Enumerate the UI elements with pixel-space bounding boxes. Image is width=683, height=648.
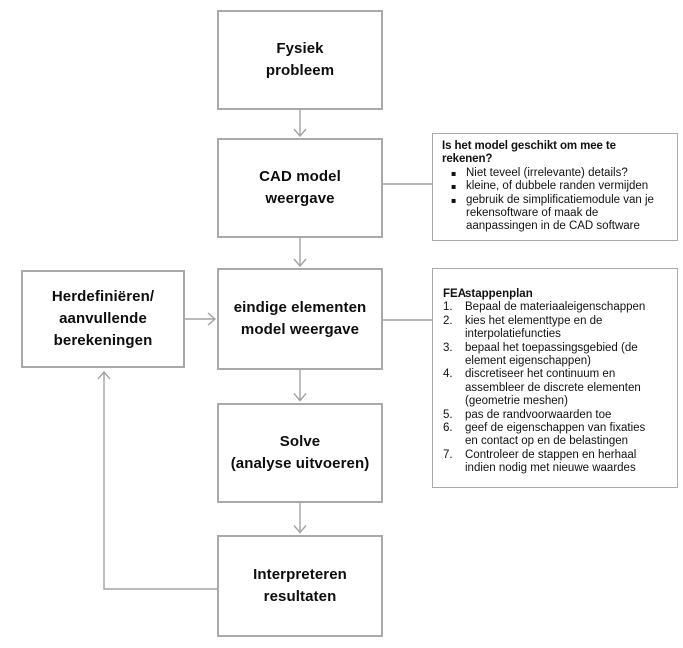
- arrow-fysiek-to-cad: [293, 110, 307, 138]
- step-text: Controleer de stappen en herhaal indien …: [465, 448, 637, 475]
- bullet-text: gebruik de simplificatiemodule van je re…: [466, 193, 654, 233]
- note-fea-stappenplan: FEA stappenplan 1. Bepaal de materiaalei…: [432, 268, 678, 488]
- step-number: 5.: [443, 408, 453, 421]
- step-text: Bepaal de materiaaleigenschappen: [465, 301, 646, 314]
- step-number: 2.: [443, 314, 453, 327]
- square-bullet-icon: ▪: [451, 168, 457, 178]
- fea-step-4: 4. discretiseer het continuum en assembl…: [443, 368, 671, 408]
- note-model-geschikt-vraag: Is het model geschikt om mee te rekenen?…: [432, 133, 678, 241]
- fea-step-7: 7. Controleer de stappen en herhaal indi…: [443, 449, 671, 476]
- step-text: discretiseer het continuum en assembleer…: [465, 368, 641, 408]
- arrow-cad-to-eindige: [293, 238, 307, 268]
- bullet-text: kleine, of dubbele randen vermijden: [466, 180, 649, 193]
- note-question-bullet-1: ▪ Niet teveel (irrelevante) details?: [442, 167, 671, 180]
- step-text: geef de eigenschappen van fixaties en co…: [465, 422, 646, 448]
- step-text: pas de randvoorwaarden toe: [465, 408, 612, 421]
- node-solve: Solve (analyse uitvoeren): [217, 403, 383, 503]
- note-question-bullet-2: ▪ kleine, of dubbele randen vermijden: [442, 180, 671, 193]
- node-cad-model-weergave: CAD model weergave: [217, 138, 383, 238]
- node-eindige-elementen-model: eindige elementen model weergave: [217, 268, 383, 370]
- note-fea-title-text: stappenplan: [465, 288, 533, 300]
- arrow-eindige-to-solve: [293, 370, 307, 402]
- step-number: 3.: [443, 341, 453, 354]
- node-label-eindige-elementen-model: eindige elementen model weergave: [233, 299, 367, 338]
- fea-step-5: 5. pas de randvoorwaarden toe: [443, 409, 671, 422]
- arrow-solve-to-interpreteren: [293, 503, 307, 534]
- node-fysiek-probleem: Fysiek probleem: [217, 10, 383, 110]
- step-text: bepaal het toepassingsgebied (de element…: [465, 341, 638, 368]
- fea-step-1: 1. Bepaal de materiaaleigenschappen: [443, 301, 671, 314]
- node-label-solve: Solve (analyse uitvoeren): [230, 433, 370, 472]
- node-label-fysiek-probleem: Fysiek probleem: [265, 40, 335, 79]
- node-interpreteren-resultaten: Interpreteren resultaten: [217, 535, 383, 637]
- node-label-cad-model-weergave: CAD model weergave: [259, 168, 341, 207]
- square-bullet-icon: ▪: [451, 195, 457, 205]
- step-number: 1.: [443, 301, 453, 314]
- note-fea-title: FEA stappenplan: [443, 288, 671, 301]
- step-number: 6.: [443, 422, 453, 435]
- fea-step-3: 3. bepaal het toepassingsgebied (de elem…: [443, 342, 671, 369]
- arrow-interpreteren-to-herdefinieren: [97, 370, 218, 590]
- step-number: 4.: [443, 368, 453, 381]
- note-question-title: Is het model geschikt om mee te rekenen?: [442, 140, 616, 166]
- node-herdefinieren: Herdefiniëren/ aanvullende berekeningen: [21, 270, 185, 368]
- node-label-herdefinieren: Herdefiniëren/ aanvullende berekeningen: [51, 288, 155, 349]
- fea-step-6: 6. geef de eigenschappen van fixaties en…: [443, 422, 671, 449]
- node-label-interpreteren-resultaten: Interpreteren resultaten: [253, 566, 347, 605]
- square-bullet-icon: ▪: [451, 182, 457, 192]
- step-number: 7.: [443, 448, 453, 461]
- bullet-text: Niet teveel (irrelevante) details?: [466, 166, 628, 179]
- note-fea-title-prefix: FEA: [443, 288, 466, 300]
- arrow-herdefinieren-to-eindige: [185, 312, 217, 326]
- fea-step-2: 2. kies het elementtype en de interpolat…: [443, 315, 671, 342]
- note-question-bullet-3: ▪ gebruik de simplificatiemodule van je …: [442, 194, 671, 234]
- step-text: kies het elementtype en de interpolatief…: [465, 314, 603, 341]
